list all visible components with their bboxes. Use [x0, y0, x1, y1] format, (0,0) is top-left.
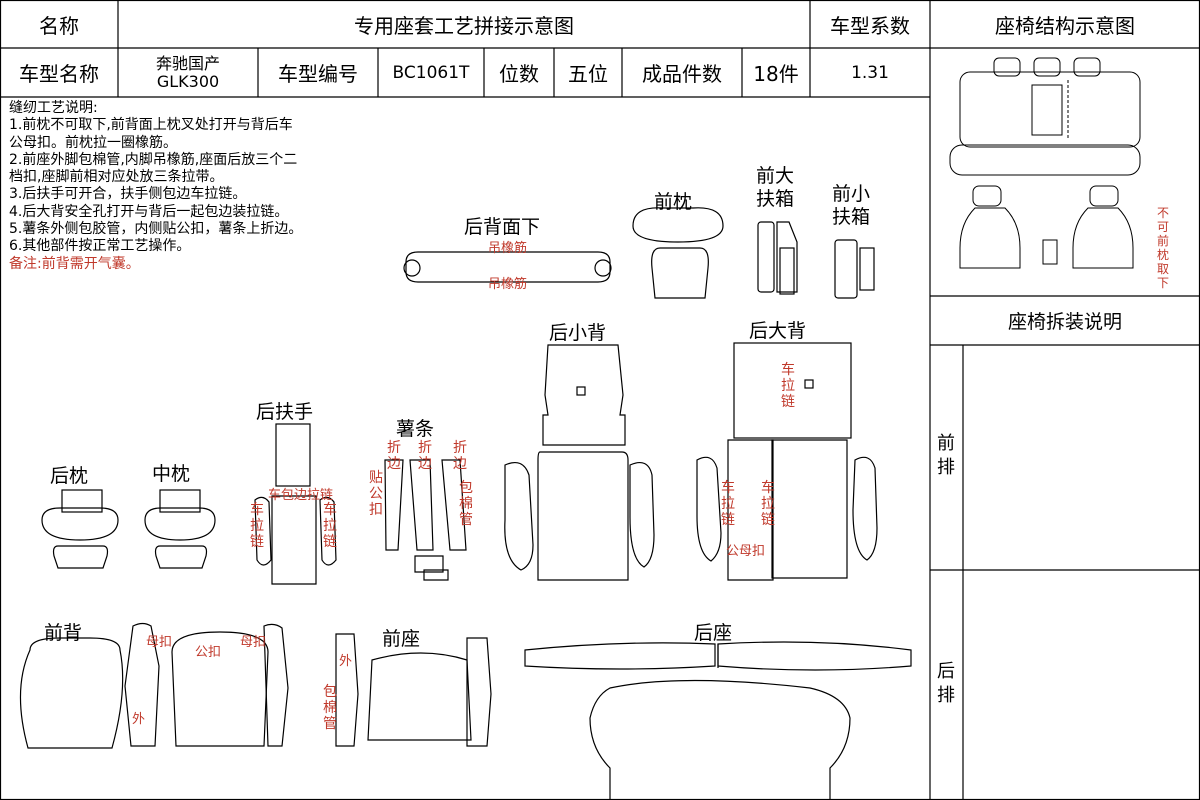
rear-large-back-shape: [696, 342, 878, 581]
model-code-value: BC1061T: [392, 62, 470, 83]
notes-line: 6.其他部件按正常工艺操作。: [9, 238, 191, 255]
rear-headrest-shape: [41, 489, 119, 569]
note-outer-front-back: 外: [132, 712, 146, 727]
note-zipper-lower-left: 车拉链: [721, 480, 735, 528]
model-code-label: 车型编号: [278, 62, 358, 86]
note-cotton-tube-strip: 包棉管: [459, 480, 473, 528]
model-name-value: 奔驰国产 GLK300: [118, 48, 258, 97]
front-seat-shape: [335, 633, 492, 747]
note-zipper-armrest-left: 车拉链: [250, 502, 264, 550]
model-name-line1: 奔驰国产: [155, 53, 220, 73]
label-front-large-box: 前大 扶箱: [756, 165, 794, 211]
notes-line: 3.后扶手可开合，扶手侧包边车拉链。: [9, 186, 247, 203]
note-female-clip-left: 母扣: [146, 635, 173, 650]
front-small-box-shape: [834, 239, 875, 299]
model-name-line2: GLK300: [156, 71, 220, 91]
note-fold-3: 折边: [453, 440, 467, 472]
label-rear-headrest: 后枕: [50, 465, 89, 487]
label-rear-seat: 后座: [694, 622, 733, 644]
note-hang-elastic-top: 吊橡筋: [488, 241, 528, 256]
note-fold-1: 折边: [387, 440, 401, 472]
middle-headrest-shape: [144, 489, 216, 569]
notes-line: 缝纫工艺说明:: [9, 100, 98, 116]
document-title: 专用座套工艺拼接示意图: [354, 13, 574, 38]
label-front-large-box-2: 扶箱: [756, 188, 795, 210]
label-rear-large-back: 后大背: [749, 320, 807, 342]
notes-remark: 备注:前背需开气囊。: [9, 255, 140, 272]
note-zipper-lower-right: 车拉链: [761, 480, 775, 528]
label-strip: 薯条: [396, 418, 435, 440]
pieces-label: 成品件数: [642, 62, 722, 86]
note-male-clip-front-back: 公扣: [195, 645, 222, 660]
label-front-large-box-1: 前大: [756, 165, 795, 187]
label-rear-armrest: 后扶手: [256, 401, 314, 423]
structure-title: 座椅结构示意图: [995, 13, 1135, 38]
label-middle-headrest: 中枕: [152, 463, 191, 485]
label-front-headrest: 前枕: [654, 191, 693, 213]
label-rear-back-lower: 后背面下: [464, 216, 541, 238]
coefficient-value: 1.31: [851, 62, 889, 83]
name-label: 名称: [39, 13, 79, 38]
note-outer-front-seat: 外: [339, 654, 353, 669]
notes-line: 公母扣。前枕拉一圈橡筋。: [9, 134, 177, 151]
note-male-clip-strip: 贴公扣: [369, 470, 383, 518]
note-female-clip-right: 母扣: [240, 635, 267, 650]
model-name-label: 车型名称: [19, 62, 99, 86]
label-rear-small-back: 后小背: [549, 322, 607, 344]
sewing-notes: 缝纫工艺说明: 1.前枕不可取下,前背面上枕叉处打开与背后车 公母扣。前枕拉一圈…: [9, 100, 302, 273]
note-hang-elastic-bottom: 吊橡筋: [488, 277, 528, 292]
label-front-small-box: 前小 扶箱: [832, 183, 870, 229]
note-not-removable: 不可前枕取下: [1156, 206, 1169, 290]
rear-back-lower-shape: [403, 251, 612, 283]
strip-shape: [384, 459, 467, 581]
rear-armrest-shape: [254, 423, 337, 585]
label-front-small-box-1: 前小: [832, 183, 871, 205]
rear-row-label: 后排: [937, 661, 955, 706]
front-large-box-shape: [757, 221, 798, 295]
note-edge-zipper-armrest: 车包边拉链: [268, 488, 334, 503]
front-back-shape: [19, 622, 289, 749]
label-front-small-box-2: 扶箱: [832, 206, 871, 228]
note-fold-2: 折边: [418, 440, 432, 472]
notes-line: 1.前枕不可取下,前背面上枕叉处打开与背后车: [9, 117, 293, 134]
note-zipper-rear-large-back: 车拉链: [781, 362, 795, 410]
front-headrest-shape: [632, 207, 724, 299]
label-front-seat: 前座: [382, 628, 421, 650]
coefficient-label: 车型系数: [830, 13, 910, 38]
notes-line: 2.前座外脚包棉管,内脚吊橡筋,座面后放三个二: [9, 151, 298, 168]
label-front-back: 前背: [44, 622, 83, 644]
notes-line: 档扣,座脚前相对应处放三条拉带。: [9, 169, 224, 186]
note-cotton-tube-front-seat: 包棉管: [323, 684, 337, 732]
pieces-value: 18件: [753, 62, 799, 86]
note-zipper-armrest-right: 车拉链: [323, 502, 337, 550]
notes-line: 5.薯条外侧包胶管，内侧贴公扣，薯条上折边。: [9, 221, 303, 238]
seats-value: 五位: [568, 62, 608, 86]
rear-seat-shape: [524, 641, 912, 800]
rear-small-back-shape: [504, 344, 655, 581]
seats-label: 位数: [499, 62, 539, 86]
notes-line: 4.后大背安全孔打开与背后一起包边装拉链。: [9, 203, 289, 220]
disassembly-title: 座椅拆装说明: [1007, 311, 1122, 333]
seat-structure-illustration: [949, 57, 1141, 269]
front-row-label: 前排: [937, 433, 955, 478]
note-male-female-clip: 公母扣: [726, 544, 766, 559]
